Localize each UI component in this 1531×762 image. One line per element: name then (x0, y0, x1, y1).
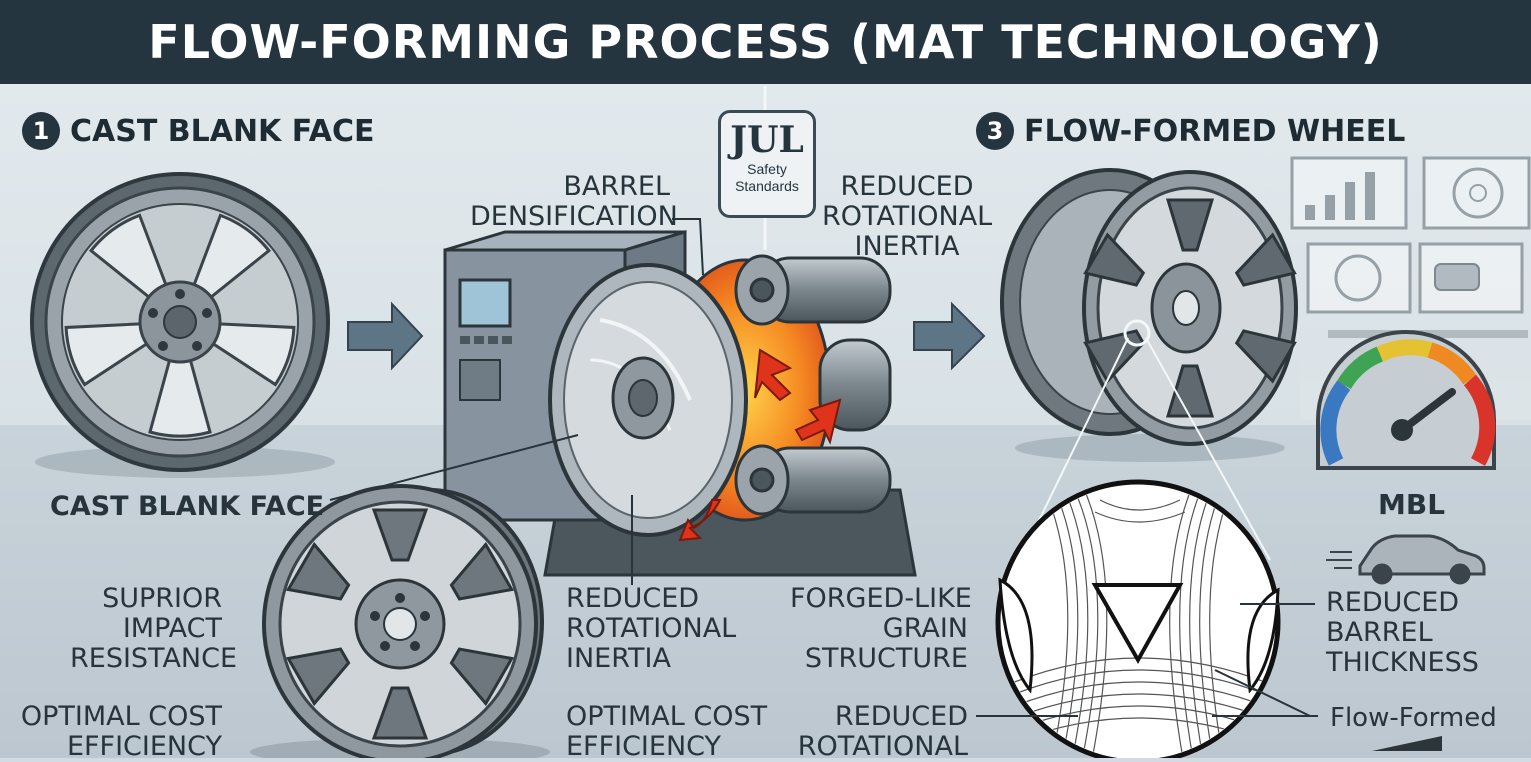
reduced-rotational-bottom-label: REDUCED ROTATIONAL (790, 702, 968, 762)
label-line: REDUCED (840, 171, 974, 202)
reduced-barrel-thickness-label: REDUCED BARREL THICKNESS (1326, 588, 1479, 678)
safety-certification-badge: JUL Safety Standards (718, 110, 816, 218)
mbl-label: MBL (1378, 488, 1446, 521)
superior-impact-label: SUPRIOR IMPACT RESISTANCE (70, 583, 238, 674)
forged-like-label: FORGED-LIKE GRAIN STRUCTURE (790, 583, 972, 674)
label-line: RESISTANCE (70, 643, 238, 674)
barrel-densification-label: BARREL DENSIFICATION (470, 171, 678, 232)
label-line: FORGED-LIKE (790, 583, 972, 614)
label-line: GRAIN (882, 613, 968, 644)
label-line: EFFICIENCY (66, 731, 222, 762)
label-line: ROTATIONAL (566, 613, 737, 644)
label-line: OPTIMAL COST (20, 701, 222, 732)
reduced-rotational-inertia-top-label: REDUCED ROTATIONAL INERTIA (822, 172, 992, 262)
flow-forming-machine (443, 229, 917, 577)
step-1-heading: 1 CAST BLANK FACE (22, 112, 375, 150)
label-line: INERTIA (566, 643, 671, 674)
label-line: ROTATIONAL (797, 731, 968, 762)
label-line: INERTIA (854, 231, 960, 262)
label-line: SUPRIOR (102, 583, 222, 614)
optimal-cost-mid-label: OPTIMAL COST EFFICIENCY (566, 702, 767, 762)
page-title: FLOW-FORMING PROCESS (MAT TECHNOLOGY) (148, 15, 1383, 69)
step-3-heading: 3 FLOW-FORMED WHEEL (976, 112, 1405, 150)
flow-formed-label: Flow-Formed (1330, 703, 1497, 733)
label-line: OPTIMAL COST (566, 701, 768, 732)
step-number-badge: 3 (976, 112, 1014, 150)
label-line: DENSIFICATION (470, 201, 678, 232)
step-label: CAST BLANK FACE (70, 113, 375, 149)
certification-logo: JUL (730, 119, 804, 161)
speed-gauge (1316, 330, 1496, 470)
step-label: FLOW-FORMED WHEEL (1024, 113, 1406, 149)
optimal-cost-left-label: OPTIMAL COST EFFICIENCY (20, 702, 222, 762)
certification-text: Safety Standards (735, 161, 799, 194)
label-line: REDUCED (566, 583, 700, 614)
label-line: THICKNESS (1326, 647, 1479, 678)
label-line: IMPACT (122, 613, 222, 644)
label-line: REDUCED (834, 701, 968, 732)
label-line: BARREL (1326, 617, 1433, 648)
label-line: ROTATIONAL (822, 201, 993, 232)
arrow-step2-to-3 (913, 301, 986, 371)
cast-blank-wheel (30, 172, 335, 478)
grain-structure-magnifier (995, 479, 1281, 758)
thickness-wedge-icon (1372, 736, 1442, 751)
cast-blank-face-label: CAST BLANK FACE (50, 491, 325, 522)
label-line: BARREL (563, 171, 670, 202)
arrow-step1-to-2 (347, 301, 424, 371)
flow-formed-wheel (1000, 168, 1298, 462)
step-number-badge: 1 (22, 112, 60, 150)
machined-wheel (250, 484, 550, 758)
car-icon (1326, 534, 1486, 585)
title-bar: FLOW-FORMING PROCESS (MAT TECHNOLOGY) (0, 0, 1531, 84)
label-line: REDUCED (1326, 587, 1460, 618)
label-line: STRUCTURE (804, 643, 968, 674)
label-line: EFFICIENCY (566, 731, 722, 762)
reduced-rotational-inertia-mid-label: REDUCED ROTATIONAL INERTIA (566, 584, 736, 674)
